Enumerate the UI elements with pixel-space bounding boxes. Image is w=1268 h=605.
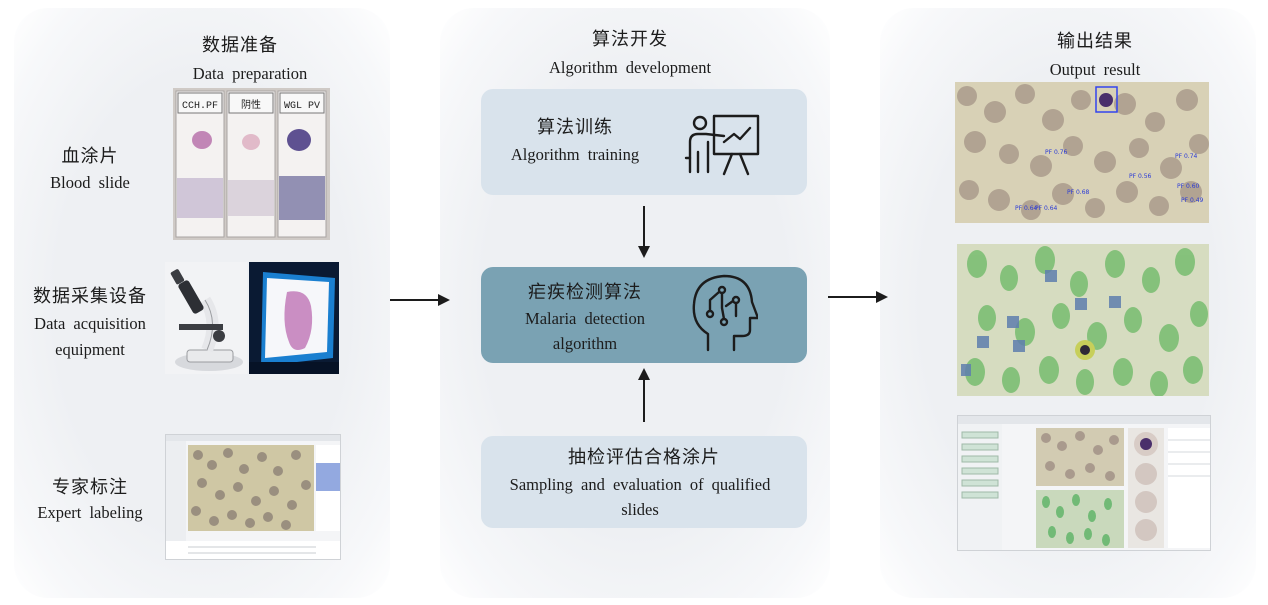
left-title-en: Data preparation — [192, 64, 308, 83]
sampling-label-cn: 抽检评估合格涂片 — [568, 447, 720, 468]
slide-label-2: 阴性 — [241, 98, 261, 111]
output-detection-image-1: PF 0.76 PF 0.74 PF 0.68 PF 0.60 PF 0.49 … — [955, 82, 1209, 223]
detection-label-pf-3: PF 0.68 — [1067, 189, 1090, 196]
detection-label-pf-8: PF 0.56 — [1129, 173, 1152, 180]
sampling-evaluation-box — [481, 436, 807, 528]
left-title-cn: 数据准备 — [202, 35, 278, 56]
arrow-middle-to-right — [828, 291, 888, 303]
microscope-icon — [170, 269, 243, 371]
sampling-label-en-1: Sampling and evaluation of qualified — [509, 475, 771, 494]
acquisition-label-en-2: equipment — [55, 340, 125, 359]
detection-label-pf-6: PF 0.64 — [1015, 205, 1038, 212]
sampling-label-en-2: slides — [621, 500, 659, 519]
output-software-screenshot — [957, 415, 1211, 551]
blood-slide-label-en: Blood slide — [50, 173, 130, 192]
arrow-left-to-middle — [390, 294, 450, 306]
presentation-teacher-icon — [684, 114, 760, 176]
algorithm-training-box — [481, 89, 807, 195]
right-title-en: Output result — [1049, 60, 1141, 79]
acquisition-label-en-1: Data acquisition — [34, 314, 146, 333]
middle-title-cn: 算法开发 — [592, 29, 668, 50]
detection-label-en-2: algorithm — [552, 334, 618, 353]
arrow-training-to-detection — [638, 206, 650, 258]
ai-head-circuit-icon — [692, 274, 758, 352]
right-title-cn: 输出结果 — [1057, 31, 1133, 52]
expert-labeling-screenshot — [165, 434, 341, 560]
output-detection-image-2 — [957, 244, 1209, 396]
training-label-cn: 算法训练 — [537, 117, 613, 138]
training-label-en: Algorithm training — [510, 145, 640, 164]
detection-label-pf-5: PF 0.49 — [1181, 197, 1204, 204]
microscope-photo — [165, 262, 247, 374]
arrow-sampling-to-detection — [638, 368, 650, 422]
detection-label-pf-7: PF 0.64 — [1035, 205, 1058, 212]
detection-label-pf-2: PF 0.74 — [1175, 153, 1198, 160]
middle-title-en: Algorithm development — [548, 58, 712, 77]
expert-label-en: Expert labeling — [37, 503, 143, 522]
detection-label-pf-4: PF 0.60 — [1177, 183, 1200, 190]
expert-label-cn: 专家标注 — [52, 477, 128, 498]
detection-label-en-1: Malaria detection — [525, 309, 645, 328]
malaria-detection-box — [481, 267, 807, 363]
slide-label-3: WGL PV — [284, 101, 320, 112]
monitor-photo — [249, 262, 339, 374]
blood-slide-photo: CCH.PF 阴性 WGL PV — [173, 88, 330, 240]
blood-slide-label-cn: 血涂片 — [61, 146, 119, 167]
detection-label-pf-1: PF 0.76 — [1045, 149, 1068, 156]
detection-label-cn: 疟疾检测算法 — [528, 282, 642, 303]
slide-label-1: CCH.PF — [182, 101, 218, 112]
acquisition-label-cn: 数据采集设备 — [33, 286, 147, 307]
